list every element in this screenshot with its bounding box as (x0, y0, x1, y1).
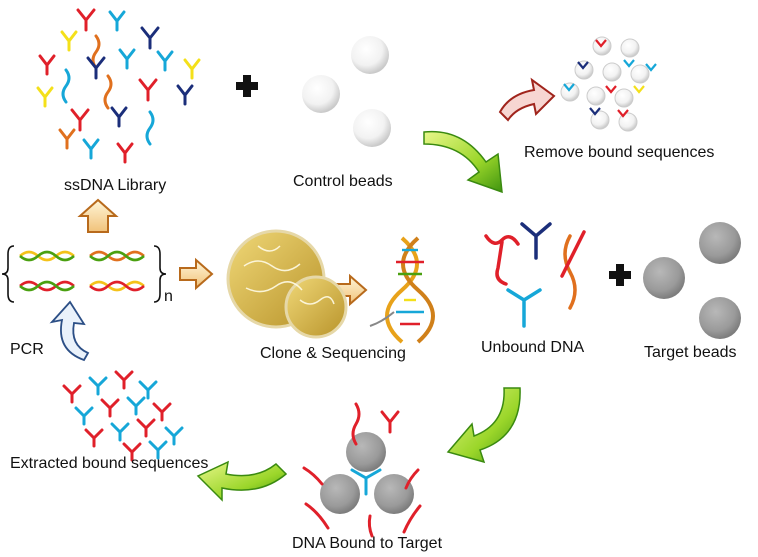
curved-green-arrow-icon (423, 130, 503, 194)
pcr-label: PCR (10, 341, 44, 358)
dna-helix-icon (369, 236, 435, 344)
curved-blue-arrow-icon (49, 300, 90, 362)
unbound-dna-label: Unbound DNA (481, 339, 585, 356)
outlined-arrow-icon (179, 257, 214, 291)
curved-green-arrow-icon (446, 387, 521, 464)
control-beads (302, 36, 391, 147)
plus-icon (236, 75, 258, 97)
curved-green-arrow-icon (196, 460, 288, 502)
remove-bound-sequences-label: Remove bound sequences (524, 144, 714, 161)
extracted-bound-sequences-label: Extracted bound sequences (10, 455, 208, 472)
plus-icon (609, 264, 631, 286)
curved-red-arrow-icon (498, 77, 556, 122)
ssdna-library-cluster (36, 8, 201, 164)
culture-plates (226, 229, 348, 339)
ssdna-library-label: ssDNA Library (64, 177, 166, 194)
repeat-count-subscript: n (164, 288, 173, 305)
control-beads-label: Control beads (293, 173, 393, 190)
removed-sequences-cluster (560, 36, 657, 132)
extracted-sequences-cluster (62, 370, 184, 462)
dna-bound-to-target (302, 402, 422, 538)
dna-bound-to-target-label: DNA Bound to Target (292, 535, 443, 552)
target-beads-label: Target beads (644, 344, 737, 361)
clone-sequencing-label: Clone & Sequencing (260, 345, 406, 362)
outlined-arrow-icon (77, 198, 119, 233)
target-beads (643, 222, 741, 339)
unbound-dna-cluster (484, 222, 586, 328)
amplified-dna-block (1, 245, 167, 303)
